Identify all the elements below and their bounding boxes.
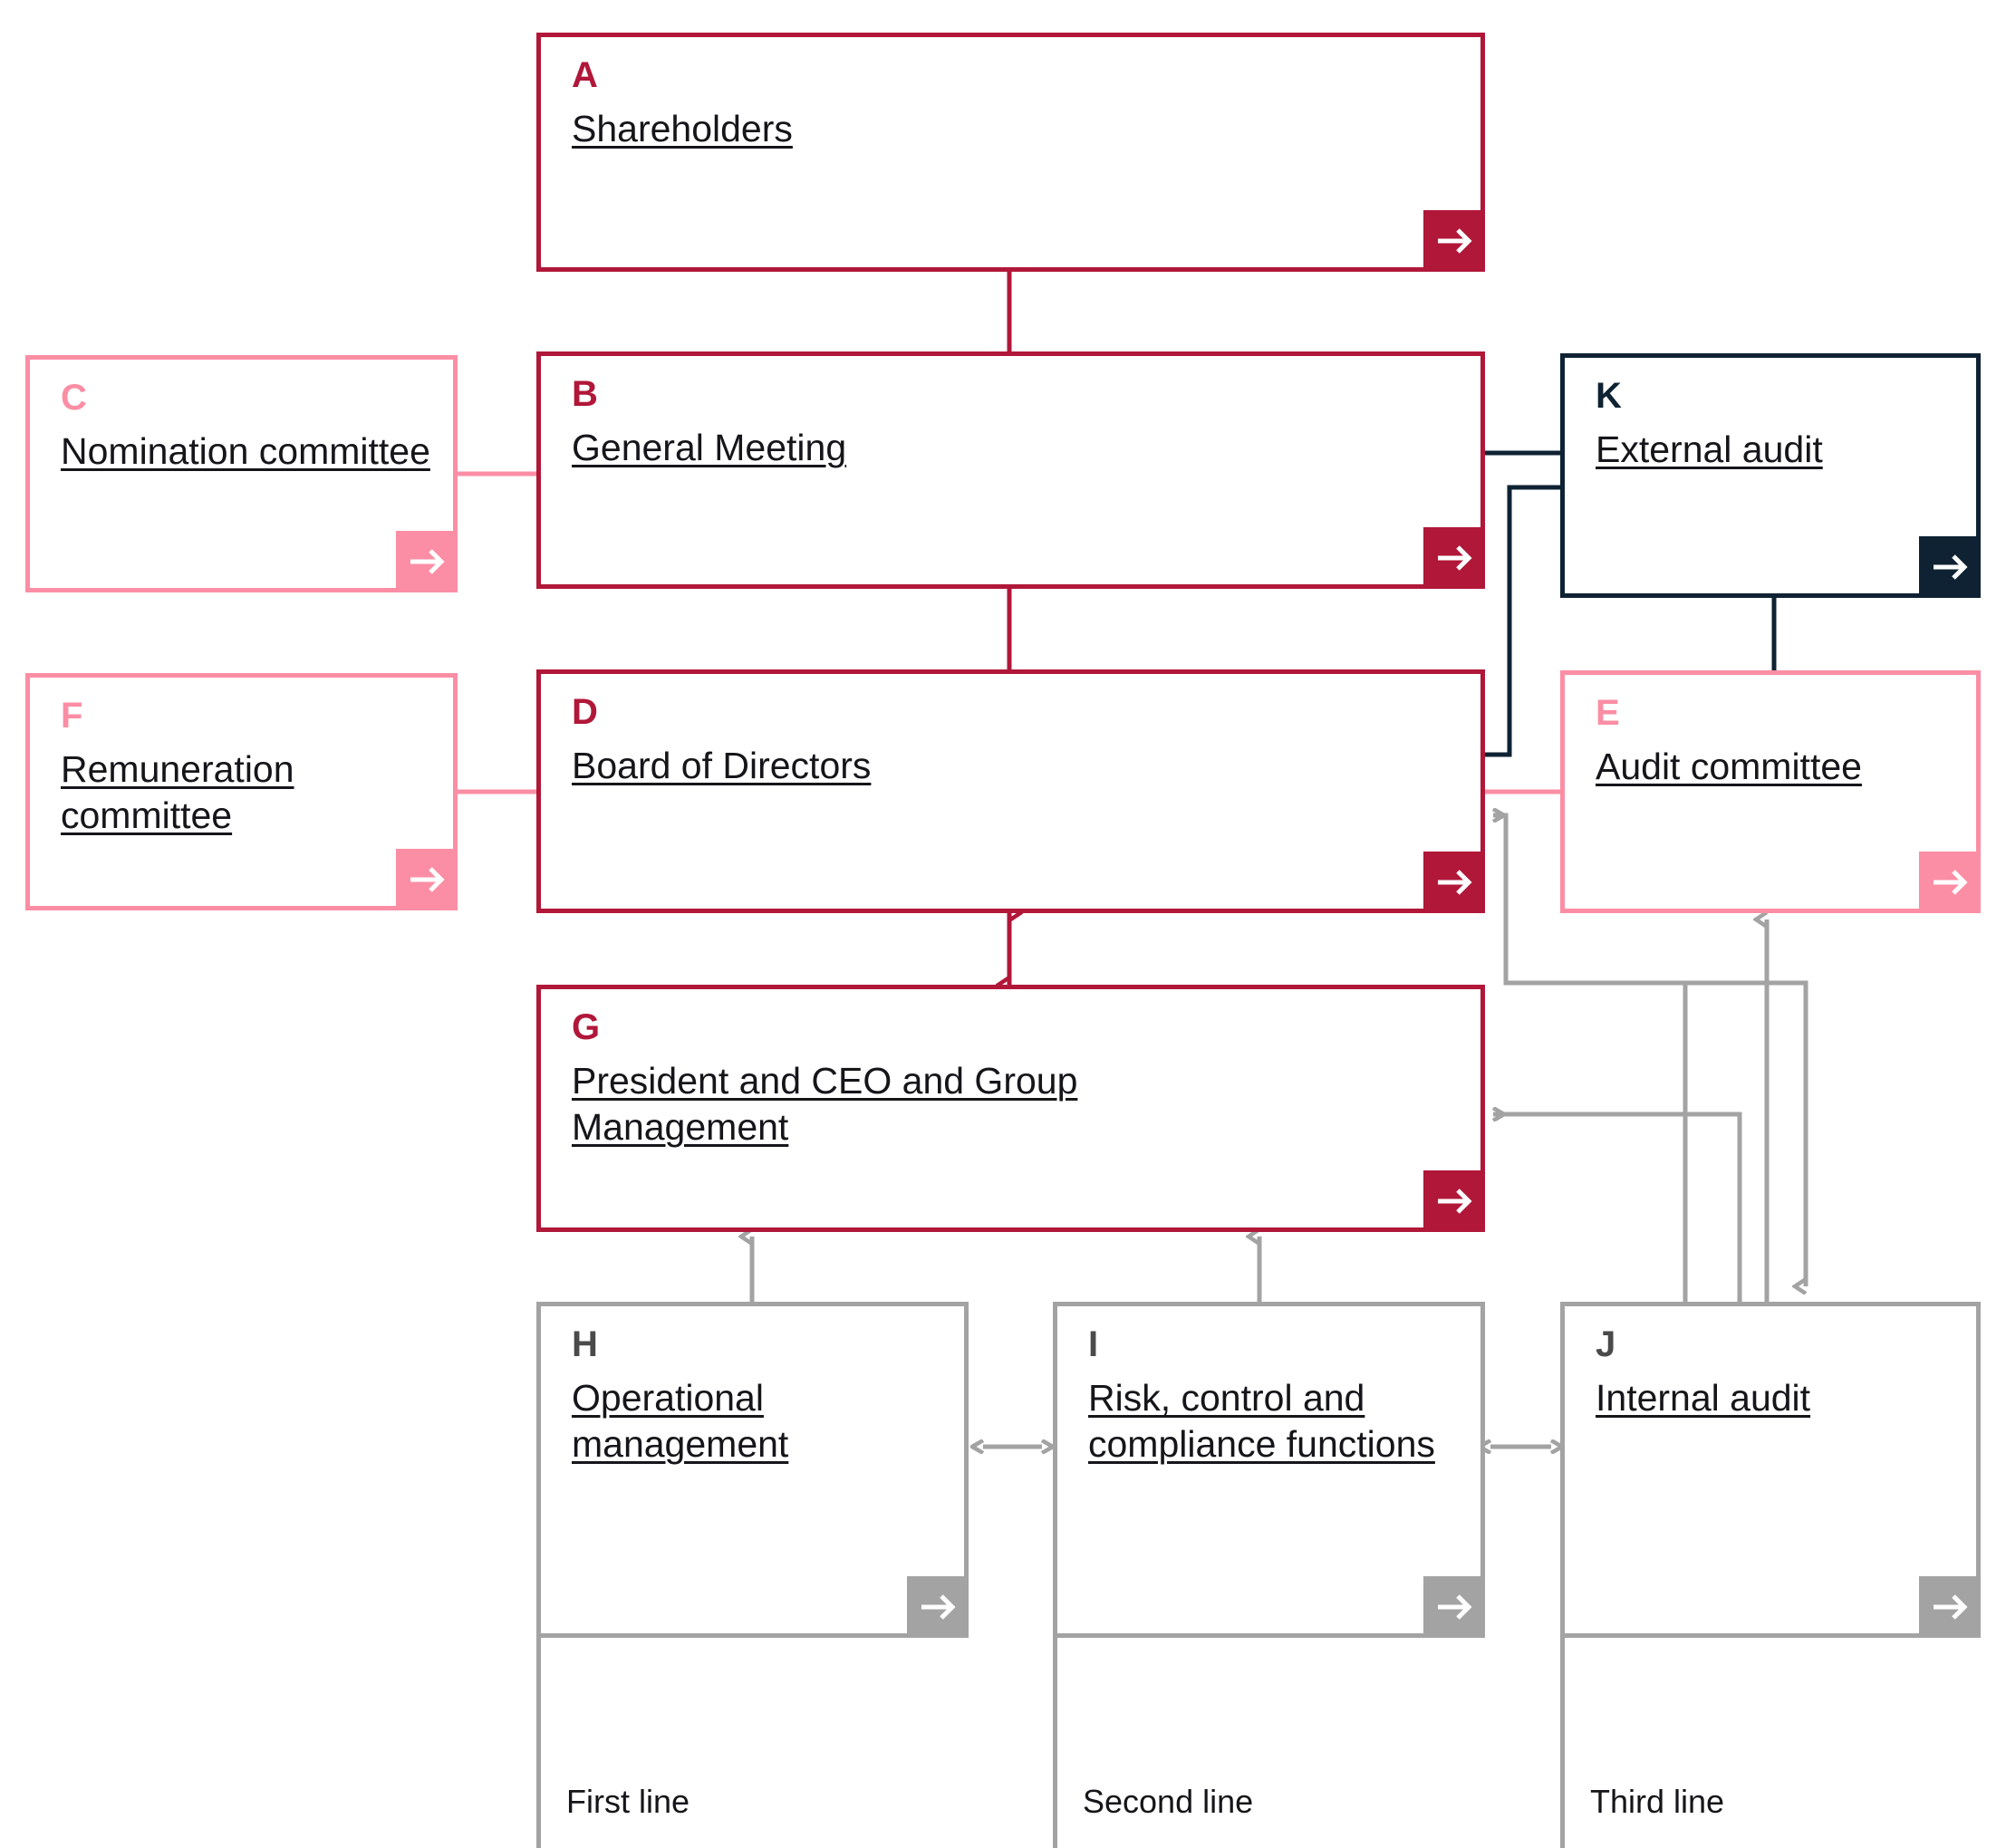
node-board-of-directors[interactable]: D Board of Directors bbox=[536, 669, 1485, 913]
lane-divider-second bbox=[1053, 1633, 1485, 1638]
node-operational-management[interactable]: H Operational management bbox=[536, 1302, 969, 1638]
node-letter: H bbox=[572, 1324, 599, 1364]
lane-label-first: First line bbox=[566, 1783, 690, 1820]
arrow-right-icon[interactable] bbox=[1423, 210, 1485, 272]
node-title: Remuneration committee bbox=[61, 748, 294, 837]
lane-label-second: Second line bbox=[1083, 1783, 1254, 1820]
node-title: Internal audit bbox=[1596, 1377, 1811, 1419]
wire-e-to-j bbox=[1663, 980, 1808, 1286]
arrow-right-icon[interactable] bbox=[1919, 852, 1981, 913]
node-title: President and CEO and Group Management bbox=[572, 1060, 1078, 1149]
arrow-right-icon[interactable] bbox=[1423, 852, 1485, 913]
node-letter: D bbox=[572, 692, 599, 732]
lane-divider-third bbox=[1560, 1633, 1981, 1638]
node-internal-audit[interactable]: J Internal audit bbox=[1560, 1302, 1981, 1638]
node-letter: B bbox=[572, 374, 599, 414]
node-title: Risk, control and compliance functions bbox=[1088, 1377, 1435, 1466]
node-risk-control-compliance[interactable]: I Risk, control and compliance functions bbox=[1053, 1302, 1485, 1638]
node-general-meeting[interactable]: B General Meeting bbox=[536, 351, 1485, 589]
node-remuneration-committee[interactable]: F Remuneration committee bbox=[25, 673, 458, 910]
node-nomination-committee[interactable]: C Nomination committee bbox=[25, 355, 458, 592]
node-title: Nomination committee bbox=[61, 430, 430, 472]
node-letter: A bbox=[572, 55, 599, 95]
arrow-right-icon[interactable] bbox=[1423, 1170, 1485, 1232]
arrow-right-icon[interactable] bbox=[1919, 536, 1981, 598]
lane-first: First line bbox=[536, 1638, 969, 1848]
wire-j-to-g bbox=[1493, 1114, 1742, 1302]
node-letter: E bbox=[1596, 693, 1620, 733]
node-letter: C bbox=[61, 378, 88, 418]
arrow-right-icon[interactable] bbox=[1423, 527, 1485, 589]
node-external-audit[interactable]: K External audit bbox=[1560, 353, 1981, 598]
arrow-right-icon[interactable] bbox=[907, 1576, 969, 1638]
node-audit-committee[interactable]: E Audit committee bbox=[1560, 670, 1981, 913]
lane-label-third: Third line bbox=[1590, 1783, 1725, 1820]
arrow-right-icon[interactable] bbox=[1423, 1576, 1485, 1638]
node-letter: F bbox=[61, 696, 83, 736]
lane-second: Second line bbox=[1053, 1638, 1485, 1848]
node-title: Operational management bbox=[572, 1377, 789, 1466]
node-title: External audit bbox=[1596, 428, 1823, 470]
node-letter: K bbox=[1596, 376, 1623, 416]
node-letter: J bbox=[1596, 1324, 1616, 1364]
node-letter: I bbox=[1088, 1324, 1099, 1364]
arrow-right-icon[interactable] bbox=[396, 849, 458, 910]
arrow-right-icon[interactable] bbox=[1919, 1576, 1981, 1638]
node-president-ceo-group-management[interactable]: G President and CEO and Group Management bbox=[536, 985, 1485, 1232]
node-title: Board of Directors bbox=[572, 745, 872, 786]
wire-k-to-d bbox=[1483, 485, 1560, 757]
lane-divider-first bbox=[536, 1633, 969, 1638]
node-title: Shareholders bbox=[572, 108, 793, 149]
node-shareholders[interactable]: A Shareholders bbox=[536, 33, 1485, 272]
arrow-right-icon[interactable] bbox=[396, 531, 458, 592]
node-title: Audit committee bbox=[1596, 746, 1862, 787]
node-title: General Meeting bbox=[572, 427, 847, 468]
node-letter: G bbox=[572, 1007, 601, 1047]
lane-third: Third line bbox=[1560, 1638, 1981, 1848]
